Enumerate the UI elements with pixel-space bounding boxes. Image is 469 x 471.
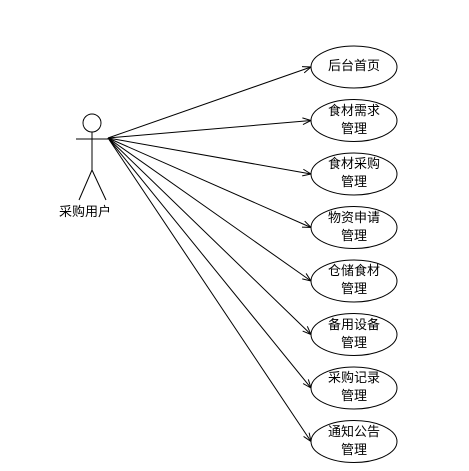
use-case-label: 采购记录管理: [304, 370, 404, 406]
association-line: [107, 137, 312, 228]
use-case-ellipse: [310, 259, 398, 303]
use-case-label: 备用设备管理: [304, 317, 404, 353]
actor-right-leg: [91, 169, 107, 201]
use-case-ellipse: [310, 45, 398, 89]
association-line: [107, 66, 312, 139]
use-case-label-line1: 备用设备: [327, 317, 380, 333]
use-cases: [310, 45, 398, 463]
use-case-label: 物资申请管理: [304, 210, 404, 246]
association-line: [107, 137, 312, 282]
use-case-label-line2: 管理: [340, 282, 367, 297]
association-line: [107, 137, 312, 389]
use-case-label: 食材采购管理: [304, 156, 404, 192]
use-case-label-line2: 管理: [340, 442, 367, 458]
use-case-label: 通知公告管理: [304, 424, 404, 460]
use-case-label: 后台首页: [304, 58, 404, 76]
use-case-ellipse: [310, 152, 398, 196]
use-case-ellipse: [310, 420, 398, 463]
actor-figure: [76, 113, 108, 201]
use-case-label-line2: 管理: [340, 228, 367, 244]
use-case-label-line2: 管理: [340, 335, 367, 351]
use-case-ellipse: [310, 313, 398, 356]
actor-label: 采购用户: [58, 205, 111, 220]
use-case-ellipse: [310, 366, 398, 410]
use-case-label-line1: 仓储食材: [327, 264, 380, 279]
use-case-label-line1: 后台首页: [327, 59, 380, 74]
use-case-label: 食材需求管理: [304, 103, 404, 139]
use-case-label-line1: 食材采购: [327, 157, 380, 172]
association-line: [107, 137, 312, 335]
actor-left-leg: [78, 169, 93, 201]
use-case-label-line1: 物资申请: [327, 210, 380, 226]
use-case-label-line2: 管理: [340, 175, 367, 190]
use-case-label-line1: 食材需求: [327, 103, 380, 119]
association-line: [107, 137, 312, 175]
use-case-label-line1: 采购记录: [327, 371, 380, 386]
association-line: [107, 120, 312, 139]
use-case-label-line1: 通知公告: [327, 424, 380, 440]
use-case-ellipse: [310, 99, 398, 142]
associations: [107, 66, 313, 443]
use-case-ellipse: [310, 206, 398, 249]
use-case-label-line2: 管理: [340, 389, 367, 404]
association-line: [107, 137, 312, 442]
use-case-label: 仓储食材管理: [304, 263, 404, 299]
actor-head: [82, 113, 102, 133]
use-case-label-line2: 管理: [340, 121, 367, 137]
